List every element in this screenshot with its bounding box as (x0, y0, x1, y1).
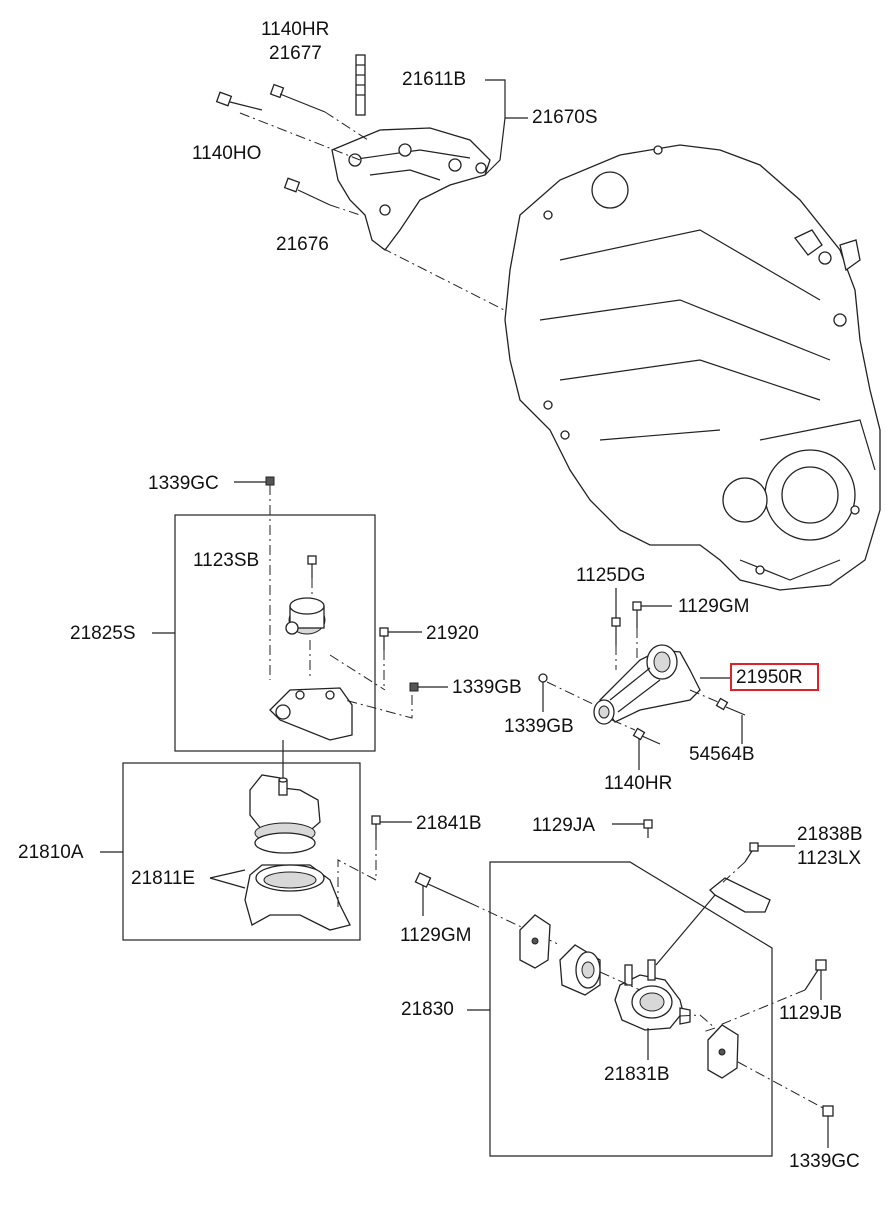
label-21830: 21830 (401, 999, 454, 1020)
label-21677: 21677 (269, 43, 322, 64)
label-1125dg: 1125DG (576, 565, 646, 586)
label-1140hr-top: 1140HR (261, 19, 330, 40)
label-21811e: 21811E (131, 868, 196, 889)
bolt-1140ho (215, 91, 263, 111)
insulator-21810a (249, 774, 321, 854)
label-1339gc-top: 1339GC (148, 473, 219, 494)
label-1129gm-bot: 1129GM (400, 925, 472, 946)
bushing-21830 (559, 944, 601, 996)
label-21841b: 21841B (416, 813, 482, 834)
bracket-21811e (244, 864, 351, 931)
label-21676: 21676 (276, 234, 329, 255)
label-21670s: 21670S (532, 107, 598, 128)
label-1129jb: 1129JB (779, 1003, 843, 1024)
label-54564b: 54564B (689, 744, 755, 765)
bracket-21825s-base (269, 687, 353, 741)
label-21810a: 21810A (18, 842, 84, 863)
label-1339gb-a: 1339GB (452, 677, 522, 698)
bolt-21677 (269, 83, 326, 113)
box-21830 (489, 861, 773, 1157)
label-1339gc-bot: 1339GC (789, 1151, 860, 1172)
label-21825s: 21825S (70, 623, 136, 644)
label-1339gb-b: 1339GB (504, 716, 574, 737)
label-21838b: 21838B (797, 824, 863, 845)
label-21831b: 21831B (604, 1064, 670, 1085)
highlight-21950r (730, 663, 819, 691)
rod-21950r (593, 644, 701, 725)
bracket-21838b (709, 877, 771, 913)
bracket-21670s (331, 127, 491, 251)
label-1140ho: 1140HO (192, 143, 262, 164)
label-21611b: 21611B (402, 69, 467, 90)
label-21920: 21920 (426, 623, 479, 644)
label-1129ja: 1129JA (532, 815, 596, 836)
engine-block (504, 144, 881, 591)
label-1129gm-top: 1129GM (678, 596, 750, 617)
bushing-21825s (285, 597, 326, 635)
label-1140hr-mid: 1140HR (604, 773, 673, 794)
bracket-21831b (614, 959, 691, 1031)
label-21950r: 21950R (736, 667, 803, 688)
label-1123lx: 1123LX (797, 848, 862, 869)
bolt-21676 (283, 177, 331, 206)
label-1123sb: 1123SB (193, 550, 260, 571)
stud-21611b (355, 54, 366, 116)
